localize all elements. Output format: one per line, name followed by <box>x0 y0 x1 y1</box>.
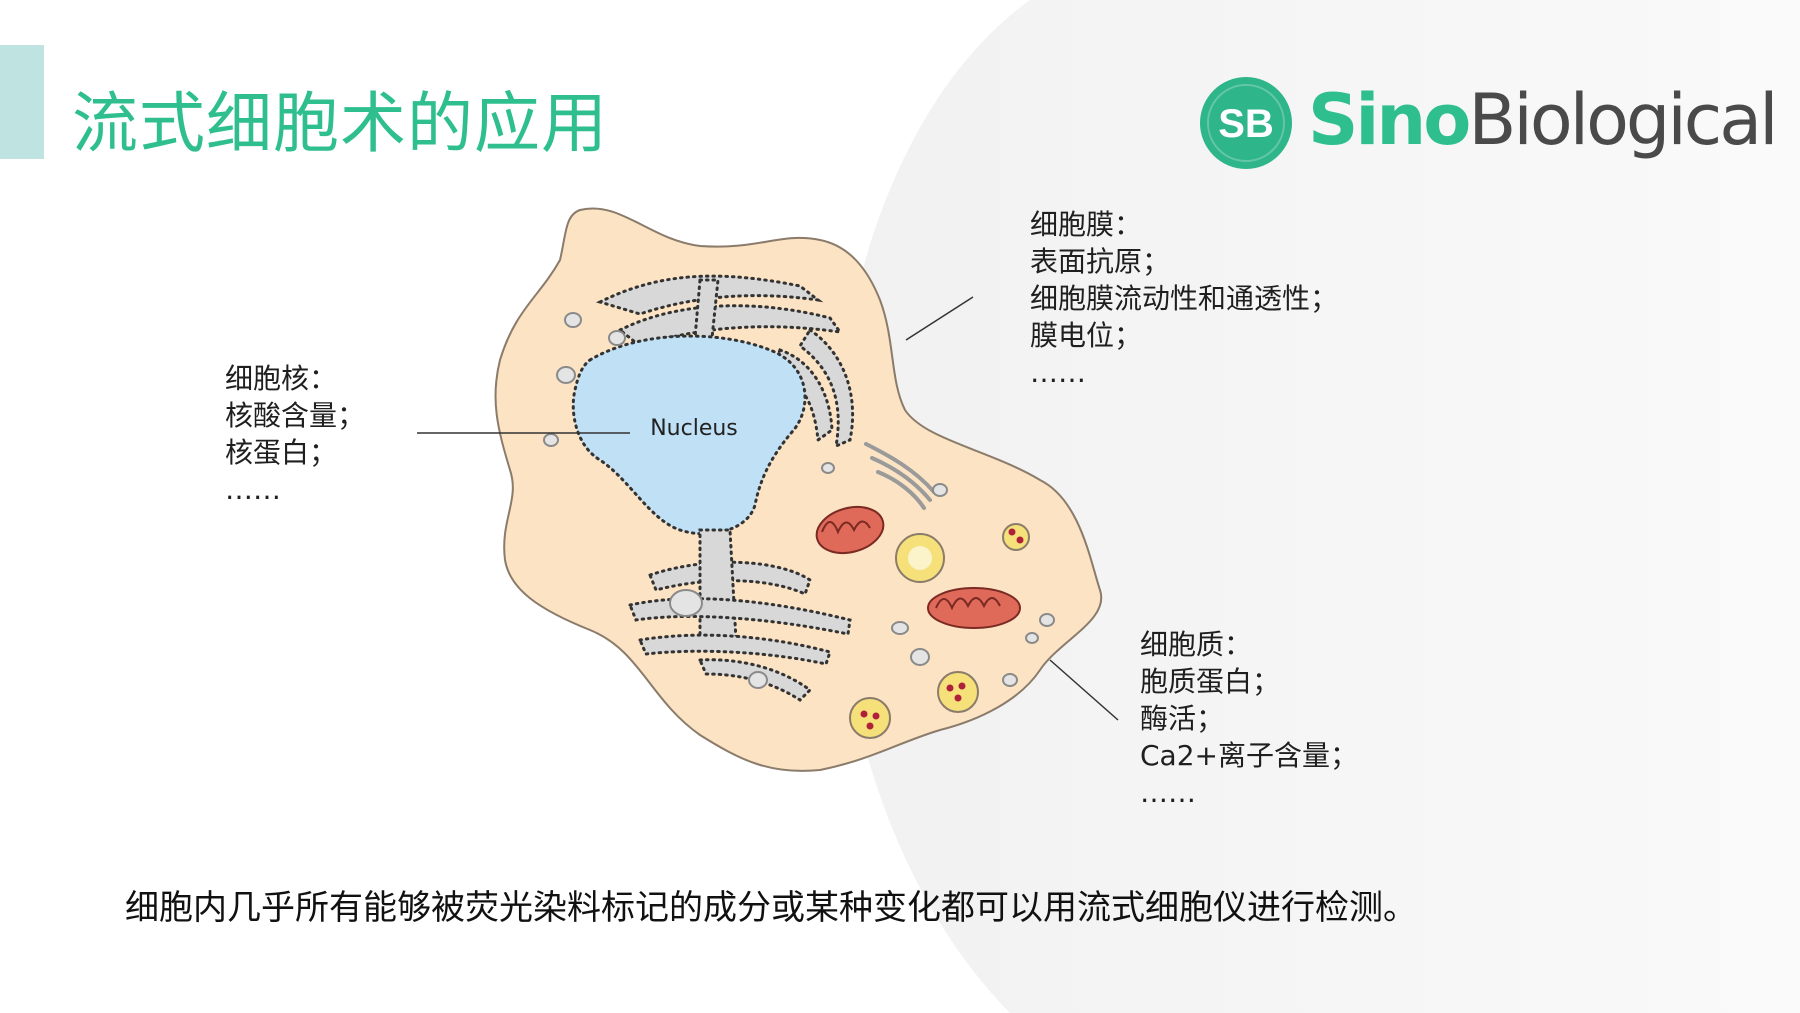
membrane-label-line: 细胞膜流动性和通透性； <box>1030 282 1339 315</box>
membrane-label-block: 细胞膜： 表面抗原； 细胞膜流动性和通透性； 膜电位； …… <box>1030 206 1338 391</box>
title-accent-bar <box>0 45 44 159</box>
leader-line-membrane <box>905 296 974 341</box>
nucleus-label-block: 细胞核： 核酸含量； 核蛋白； …… <box>225 360 365 508</box>
nucleus-label-line: 细胞核： <box>225 362 338 395</box>
leader-lines <box>417 296 1119 721</box>
membrane-label-line: 膜电位； <box>1030 319 1143 352</box>
vesicles <box>849 523 1030 739</box>
cytoplasm-label-line: Ca2+离子含量； <box>1140 739 1358 772</box>
sino-biological-logo: SB SinoBiological <box>1195 72 1779 172</box>
nucleus-label-line: 核酸含量； <box>225 399 366 432</box>
page-title: 流式细胞术的应用 <box>72 85 608 162</box>
membrane-label-line: …… <box>1030 356 1086 389</box>
leader-line-cytoplasm <box>1049 659 1119 721</box>
cytoplasm-label-block: 细胞质： 胞质蛋白； 酶活； Ca2+离子含量； …… <box>1140 626 1358 811</box>
logo-word-biological: Biological <box>1468 79 1778 161</box>
summary-text: 细胞内几乎所有能够被荧光染料标记的成分或某种变化都可以用流式细胞仪进行检测。 <box>125 888 1417 928</box>
sb-logo-icon: SB <box>1200 77 1292 169</box>
nucleus-label-line: 核蛋白； <box>225 436 338 469</box>
nucleus-envelope <box>571 334 807 536</box>
nucleus-text: Nucleus <box>650 416 738 441</box>
nucleus: Nucleus <box>571 334 807 536</box>
small-inclusions <box>543 312 1055 689</box>
logo-word-sino: Sino <box>1308 79 1471 161</box>
membrane-label-line: 细胞膜： <box>1030 208 1143 241</box>
mitochondria <box>815 505 1021 629</box>
logo-mark-text: SB <box>1218 102 1274 146</box>
logo-wordmark: SinoBiological <box>1308 78 1779 162</box>
cytoplasm-label-line: …… <box>1140 776 1196 809</box>
membrane-label-line: 表面抗原； <box>1030 245 1171 278</box>
cytoplasm-label-line: 细胞质： <box>1140 628 1253 661</box>
cytoplasm-label-line: 胞质蛋白； <box>1140 665 1281 698</box>
cytoplasm-label-line: 酶活； <box>1140 702 1225 735</box>
granule-dots <box>860 528 1024 730</box>
nucleus-label-line: …… <box>225 473 281 506</box>
golgi-apparatus <box>864 442 936 510</box>
